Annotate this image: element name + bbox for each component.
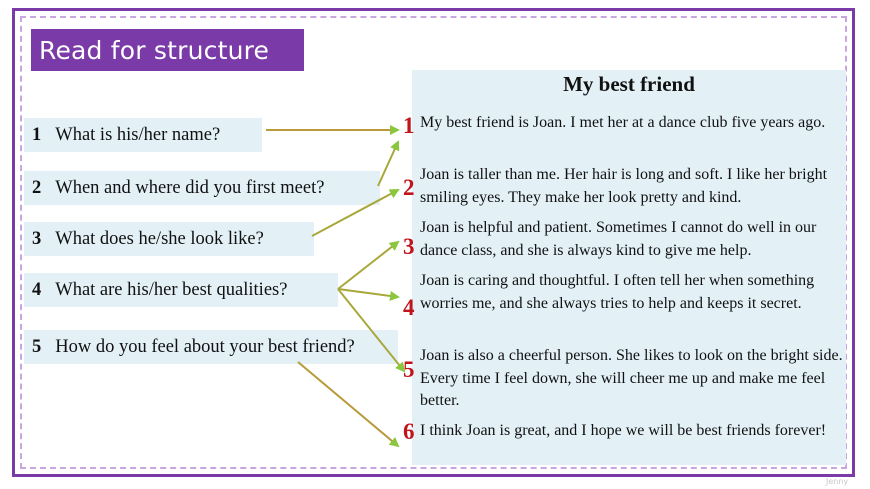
question-text: How do you feel about your best friend? [55, 336, 355, 357]
paragraph-1: My best friend is Joan. I met her at a d… [420, 114, 826, 131]
arrow-q5-p6 [297, 361, 400, 448]
question-text: What is his/her name? [55, 124, 221, 145]
question-2: 2 When and where did you first meet? [24, 171, 380, 205]
question-5: 5 How do you feel about your best friend… [24, 330, 398, 364]
slide-title: Read for structure [31, 29, 304, 71]
question-number: 5 [32, 336, 42, 357]
arrow-q2-p1 [377, 140, 400, 187]
paragraph-number-2: 2 [403, 175, 415, 200]
paragraph-4: Joan is caring and thoughtful. I often t… [420, 272, 815, 312]
question-text: What are his/her best qualities? [55, 279, 288, 300]
question-text: When and where did you first meet? [55, 177, 325, 198]
paragraph-2: Joan is taller than me. Her hair is long… [420, 166, 828, 206]
arrow-q4-p3 [337, 240, 400, 290]
paragraph-number-3: 3 [403, 234, 415, 259]
paragraph-5: Joan is also a cheerful person. She like… [420, 347, 843, 409]
question-number: 1 [32, 124, 42, 145]
paragraph-6: I think Joan is great, and I hope we wil… [420, 422, 827, 439]
arrow-q4-p5 [337, 288, 406, 373]
passage-title: My best friend [563, 72, 695, 96]
passage-panel [412, 70, 846, 465]
question-1: 1 What is his/her name? [24, 118, 262, 152]
watermark: Jenny [826, 477, 849, 486]
question-number: 4 [32, 279, 42, 300]
paragraph-number-5: 5 [403, 357, 415, 382]
paragraph-number-1: 1 [403, 113, 415, 138]
slide-frame [12, 8, 855, 477]
question-text: What does he/she look like? [55, 228, 264, 249]
slide-inner-dashed-frame [20, 16, 847, 469]
question-number: 2 [32, 177, 42, 198]
paragraph-number-6: 6 [403, 419, 415, 444]
question-number: 3 [32, 228, 42, 249]
question-4: 4 What are his/her best qualities? [24, 273, 338, 307]
question-3: 3 What does he/she look like? [24, 222, 314, 256]
paragraph-number-4: 4 [403, 295, 415, 320]
arrow-q3-p2 [311, 189, 400, 237]
arrow-q4-p4 [337, 288, 400, 301]
paragraph-3: Joan is helpful and patient. Sometimes I… [420, 219, 817, 259]
